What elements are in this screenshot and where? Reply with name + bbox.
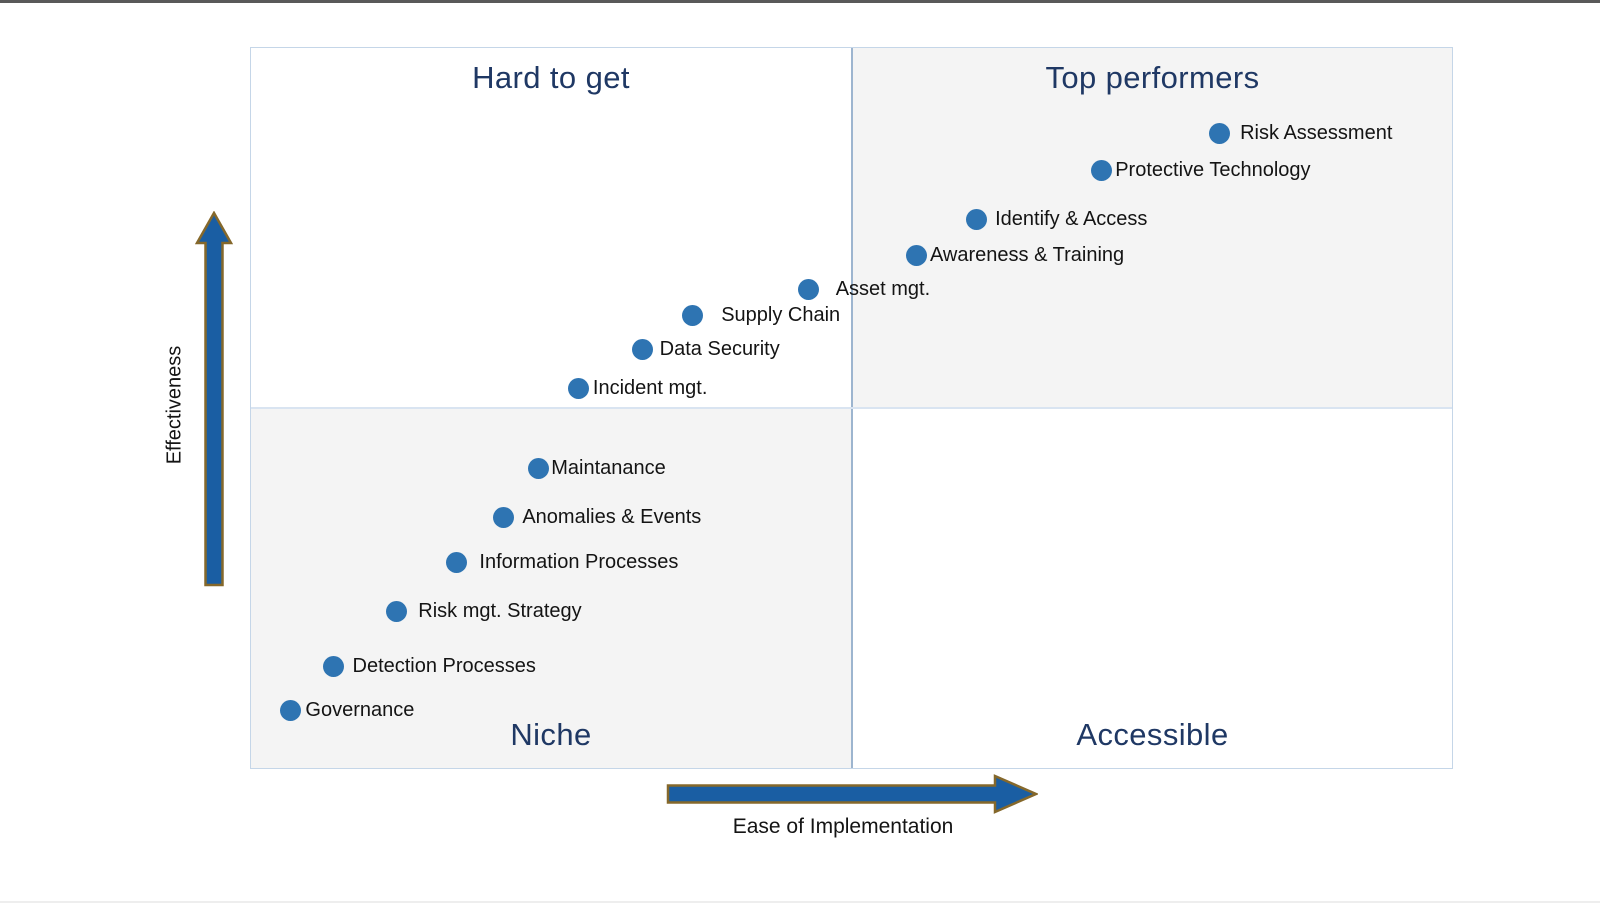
point-label: Incident mgt. bbox=[592, 376, 708, 399]
quadrant-chart: Hard to get Top performers Niche Accessi… bbox=[250, 47, 1453, 769]
point-dot-icon bbox=[280, 700, 302, 722]
quadrant-horizontal-divider bbox=[250, 407, 1453, 409]
data-point: Asset mgt. bbox=[797, 278, 931, 301]
point-dot-icon bbox=[528, 457, 550, 479]
data-point: Detection Processes bbox=[322, 655, 536, 678]
data-point: Identify & Access bbox=[966, 208, 1147, 231]
point-dot-icon bbox=[493, 506, 515, 528]
data-point: Information Processes bbox=[446, 551, 678, 574]
point-label: Identify & Access bbox=[995, 207, 1148, 230]
quadrant-niche: Niche bbox=[250, 408, 852, 769]
point-label: Asset mgt. bbox=[835, 278, 931, 301]
point-label: Anomalies & Events bbox=[522, 505, 702, 528]
data-point: Governance bbox=[280, 699, 414, 722]
point-dot-icon bbox=[322, 656, 344, 678]
point-dot-icon bbox=[682, 305, 704, 327]
slide-top-edge bbox=[0, 0, 1600, 3]
point-label: Data Security bbox=[659, 338, 780, 361]
data-point: Supply Chain bbox=[682, 304, 840, 327]
data-point: Risk Assessment bbox=[1209, 122, 1392, 145]
y-axis-label: Effectiveness bbox=[163, 345, 186, 465]
point-dot-icon bbox=[797, 279, 819, 301]
quadrant-title-accessible: Accessible bbox=[1076, 717, 1229, 752]
quadrant-accessible: Accessible bbox=[852, 408, 1453, 769]
quadrant-title-niche: Niche bbox=[510, 717, 592, 752]
x-axis-label: Ease of Implementation bbox=[732, 815, 954, 838]
ease-axis-arrow-icon bbox=[666, 774, 1038, 814]
point-dot-icon bbox=[905, 244, 927, 266]
quadrant-title-top-performers: Top performers bbox=[1045, 60, 1260, 95]
point-label: Awareness & Training bbox=[929, 243, 1125, 266]
point-label: Supply Chain bbox=[721, 304, 841, 327]
point-dot-icon bbox=[631, 339, 653, 361]
data-point: Data Security bbox=[631, 338, 780, 361]
data-point: Awareness & Training bbox=[905, 243, 1125, 267]
data-point: Anomalies & Events bbox=[493, 506, 701, 529]
point-dot-icon bbox=[1209, 123, 1231, 145]
point-label: Risk Assessment bbox=[1240, 122, 1393, 145]
quadrant-title-hard-to-get: Hard to get bbox=[472, 60, 630, 95]
effectiveness-axis-arrow-icon bbox=[195, 211, 233, 587]
quadrant-hard-to-get: Hard to get bbox=[250, 47, 852, 408]
slide-bottom-edge bbox=[0, 901, 1600, 903]
point-label: Risk mgt. Strategy bbox=[418, 600, 582, 623]
point-dot-icon bbox=[966, 208, 988, 230]
point-dot-icon bbox=[386, 601, 408, 623]
data-point: Incident mgt. bbox=[567, 376, 708, 400]
point-label: Governance bbox=[305, 699, 415, 722]
data-point: Risk mgt. Strategy bbox=[386, 600, 582, 623]
point-label: Detection Processes bbox=[352, 655, 536, 678]
point-label: Information Processes bbox=[479, 550, 679, 573]
data-point: Maintanance bbox=[528, 457, 666, 480]
point-dot-icon bbox=[1091, 160, 1113, 182]
data-point: Protective Technology bbox=[1091, 159, 1311, 182]
point-dot-icon bbox=[567, 377, 589, 399]
point-dot-icon bbox=[446, 551, 468, 573]
point-label: Protective Technology bbox=[1115, 159, 1311, 182]
point-label: Maintanance bbox=[551, 456, 666, 479]
quadrant-top-performers: Top performers bbox=[852, 47, 1453, 408]
